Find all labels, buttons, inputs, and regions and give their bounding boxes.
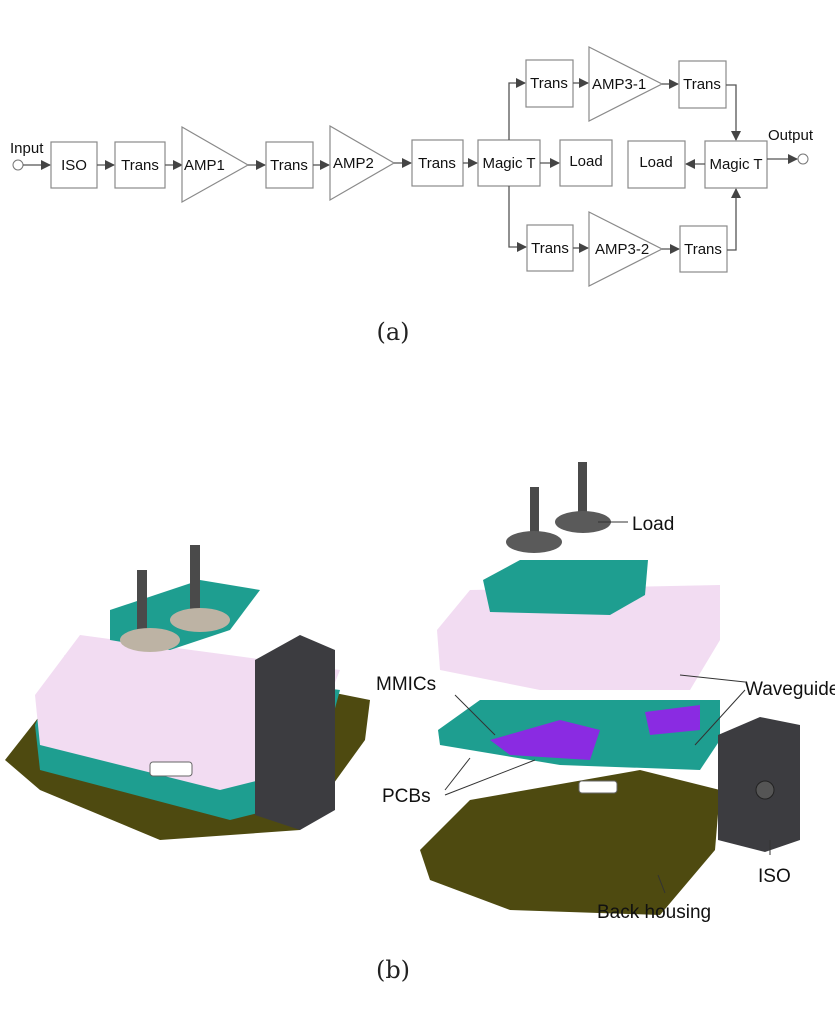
amp3-2-label: AMP3-2 bbox=[595, 241, 649, 258]
trans-block-label: Trans bbox=[530, 75, 568, 92]
amp3-1-triangle bbox=[588, 46, 664, 122]
iso-block-left bbox=[255, 635, 335, 830]
load-flange bbox=[120, 628, 180, 652]
label-pcbs: PCBs bbox=[382, 786, 431, 807]
waveguide-flange bbox=[755, 780, 775, 800]
amp3-2-triangle bbox=[588, 211, 664, 287]
exploded-module: Load MMICs Waveguide PCBs ISO Back housi… bbox=[376, 462, 835, 923]
trans-block bbox=[679, 225, 728, 273]
trans-block-label: Trans bbox=[683, 76, 721, 93]
trans-block-label: Trans bbox=[418, 155, 456, 172]
pointer-back-housing bbox=[657, 874, 666, 894]
connector bbox=[578, 780, 618, 794]
mmic-region bbox=[645, 705, 700, 735]
load-pole bbox=[578, 462, 587, 522]
load-pole bbox=[530, 487, 539, 542]
load-block bbox=[559, 139, 613, 187]
trans-block bbox=[411, 139, 464, 187]
amp1-label: AMP1 bbox=[184, 157, 225, 174]
load-flange bbox=[555, 511, 611, 533]
amp1-triangle bbox=[181, 125, 250, 204]
magic-t-splitter bbox=[477, 139, 541, 187]
pointer-waveguide bbox=[679, 674, 746, 683]
label-mmics: MMICs bbox=[376, 674, 436, 695]
load-flange bbox=[170, 608, 230, 632]
label-waveguide: Waveguide bbox=[745, 679, 835, 700]
trans-block bbox=[114, 141, 166, 189]
caption-b: (b) bbox=[376, 956, 410, 984]
label-load: Load bbox=[632, 514, 674, 535]
trans-block bbox=[526, 224, 574, 272]
magic-t-combiner bbox=[704, 140, 768, 189]
mmic-region bbox=[490, 720, 600, 760]
amp2-label: AMP2 bbox=[333, 155, 374, 172]
caption-a: (a) bbox=[376, 318, 409, 346]
back-housing bbox=[420, 770, 720, 915]
magic-t-label: Magic T bbox=[709, 156, 762, 173]
pointer-pcbs bbox=[444, 757, 471, 791]
load-label: Load bbox=[639, 154, 672, 171]
amp2-triangle bbox=[329, 124, 396, 202]
assembled-module bbox=[5, 545, 370, 840]
pointer-pcbs bbox=[444, 759, 536, 796]
trans-block-label: Trans bbox=[684, 241, 722, 258]
pointer-waveguide bbox=[694, 689, 746, 746]
trans-block bbox=[678, 60, 727, 109]
magic-t-label: Magic T bbox=[482, 155, 535, 172]
output-label: Output bbox=[768, 127, 814, 144]
trans-block bbox=[525, 59, 574, 108]
load-mount bbox=[483, 560, 648, 615]
load-pole bbox=[190, 545, 200, 620]
pointer-mmics bbox=[454, 694, 496, 736]
connector bbox=[149, 761, 193, 777]
load-pole bbox=[137, 570, 147, 640]
input-port bbox=[12, 159, 24, 171]
load-label: Load bbox=[569, 153, 602, 170]
input-label: Input bbox=[10, 140, 44, 157]
label-iso: ISO bbox=[758, 866, 791, 887]
output-port bbox=[797, 153, 809, 165]
label-back-housing: Back housing bbox=[597, 902, 711, 923]
block-diagram: Input ISO Trans AMP1 Trans AMP2 Trans Ma… bbox=[10, 46, 814, 287]
amp3-1-label: AMP3-1 bbox=[592, 76, 646, 93]
trans-block-label: Trans bbox=[531, 240, 569, 257]
iso-block-label: ISO bbox=[61, 157, 87, 174]
load-flange bbox=[506, 531, 562, 553]
trans-block-label: Trans bbox=[121, 157, 159, 174]
load-block bbox=[627, 140, 686, 189]
trans-block-label: Trans bbox=[270, 157, 308, 174]
